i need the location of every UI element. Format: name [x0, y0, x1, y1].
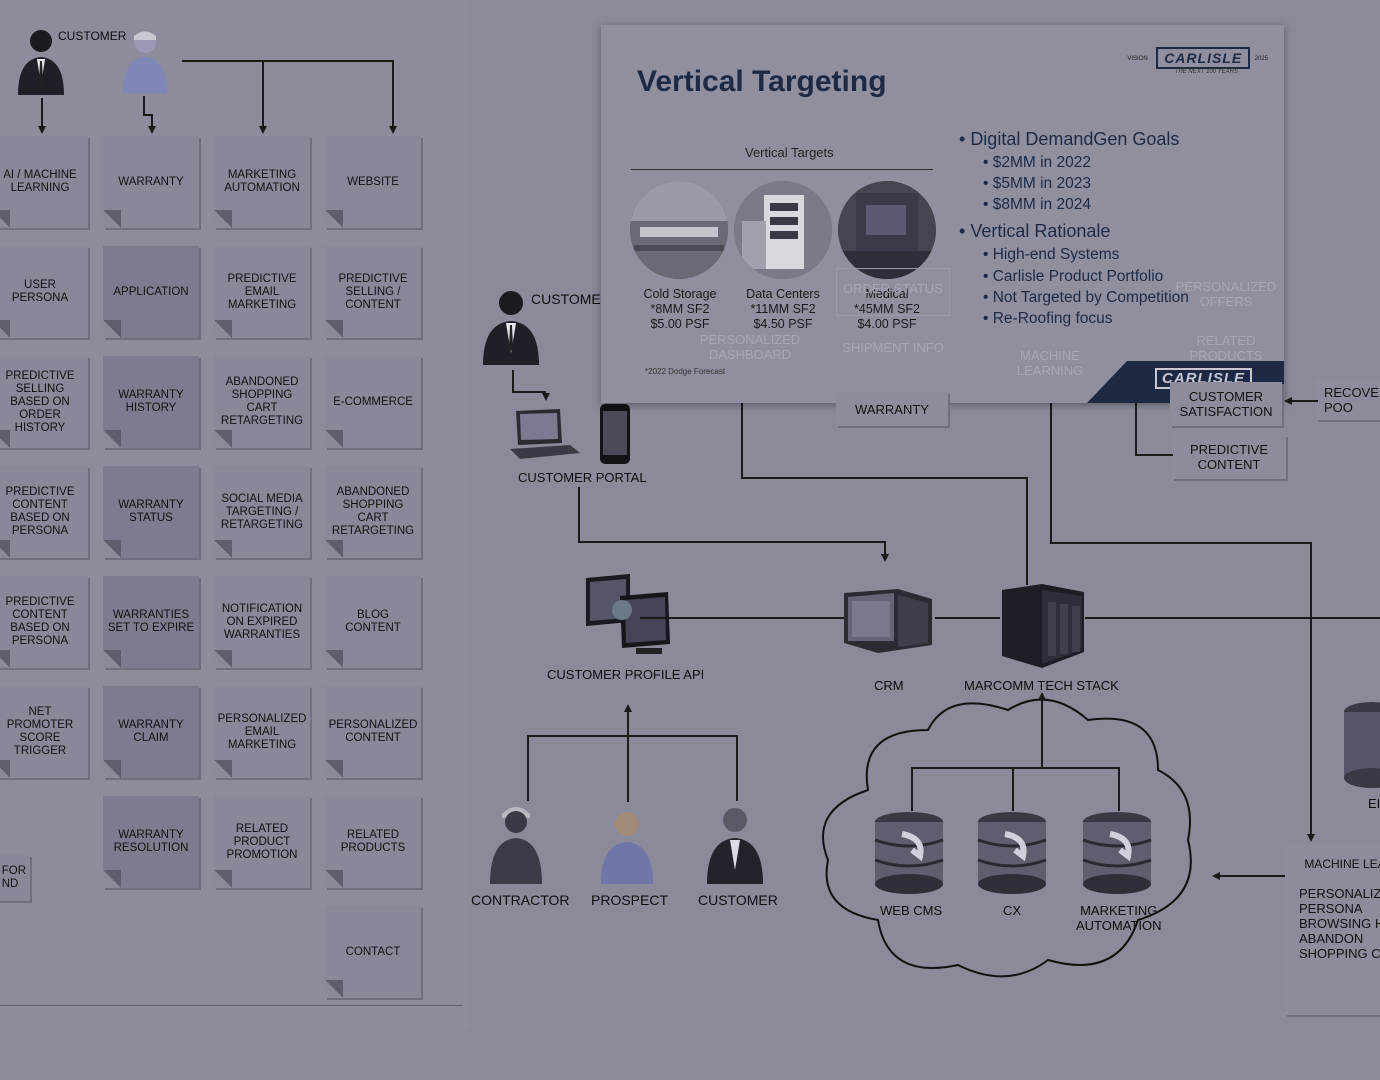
customer-portal-label: CUSTOMER PORTAL: [518, 470, 647, 485]
marcomm-server-icon: [998, 582, 1088, 677]
prospect-icon: [120, 27, 170, 98]
ghost-order-status: ORDER STATUS: [843, 281, 943, 296]
goal-item: • $8MM in 2024: [983, 196, 1091, 213]
crm-label: CRM: [874, 678, 904, 693]
ghost-shipment-info: SHIPMENT INFO: [842, 340, 944, 355]
note-3-5: PERSONALIZED CONTENT: [325, 686, 421, 778]
note-0-5: NET PROMOTER SCORE TRIGGER: [0, 686, 88, 778]
right-block-line: ABANDON: [1299, 931, 1364, 946]
ghost-related-products: RELATED PRODUCTS: [1189, 333, 1263, 363]
partial-note: FOR ND: [0, 855, 30, 901]
goal-item: • $2MM in 2022: [983, 154, 1091, 171]
slide-title: Vertical Targeting: [637, 65, 887, 98]
note-3-4: BLOG CONTENT: [325, 576, 421, 668]
note-0-0: AI / MACHINE LEARNING: [0, 136, 88, 228]
note-0-2: PREDICTIVE SELLING BASED ON ORDER HISTOR…: [0, 356, 88, 448]
ghost-personalized-dashboard: PERSONALIZED DASHBOARD: [699, 332, 801, 362]
customer-icon-bottom: [705, 800, 765, 889]
slide-footnote: *2022 Dodge Forecast: [645, 367, 726, 376]
note-1-1: APPLICATION: [103, 246, 199, 338]
customer-satisfaction-note: CUSTOMER SATISFACTION: [1170, 382, 1282, 426]
prospect-icon-bottom: [597, 806, 657, 889]
rationale-item: • High-end Systems: [983, 246, 1120, 263]
divider: [0, 1005, 462, 1006]
note-1-2: WARRANTY HISTORY: [103, 356, 199, 448]
note-1-0: WARRANTY: [103, 136, 199, 228]
note-0-4: PREDICTIVE CONTENT BASED ON PERSONA: [0, 576, 88, 668]
vertical-targets-rule: [631, 169, 933, 170]
right-block-line: PERSONA: [1299, 901, 1363, 916]
laptop-icon: [510, 405, 580, 466]
right-block-line: PERSONALIZ: [1299, 886, 1380, 901]
note-1-6: WARRANTY RESOLUTION: [103, 796, 199, 888]
target-medical: Medical*45MM SF2$4.00 PSF: [854, 287, 920, 331]
data-centers-image: [734, 181, 832, 279]
note-3-6: RELATED PRODUCTS: [325, 796, 421, 888]
note-2-1: PREDICTIVE EMAIL MARKETING: [214, 246, 310, 338]
database-icon: [1080, 810, 1154, 901]
ghost-machine-learning: MACHINE LEARNING: [1016, 348, 1084, 378]
cloud-shape: [822, 698, 1192, 978]
machine-lea-label: MACHINE LEA: [1304, 857, 1380, 871]
recover-note: RECOVE POO: [1316, 380, 1380, 420]
note-1-3: WARRANTY STATUS: [103, 466, 199, 558]
contractor-label: CONTRACTOR: [471, 892, 570, 908]
rationale-heading: • Vertical Rationale: [959, 221, 1111, 241]
crm-server-icon: [840, 585, 936, 662]
phone-icon: [598, 402, 632, 471]
note-0-3: PREDICTIVE CONTENT BASED ON PERSONA: [0, 466, 88, 558]
right-block-line: BROWSING H: [1299, 916, 1380, 931]
note-3-1: PREDICTIVE SELLING / CONTENT: [325, 246, 421, 338]
warranty-note: WARRANTY: [836, 392, 948, 426]
customer-label-portal: CUSTOMER: [531, 291, 611, 307]
goals-heading: • Digital DemandGen Goals: [959, 129, 1180, 149]
note-3-0: WEBSITE: [325, 136, 421, 228]
database-icon: [975, 810, 1049, 901]
target-data-centers: Data Centers*11MM SF2$4.50 PSF: [746, 287, 820, 331]
customer-icon-portal: [481, 285, 541, 370]
target-cold-storage: Cold Storage*8MM SF2$5.00 PSF: [643, 287, 717, 331]
carlisle-logo: VISION CARLISLE 2025 THE NEXT 100 YEARS: [1127, 47, 1268, 75]
marketing-automation-label: MARKETING AUTOMATION: [1076, 903, 1162, 933]
note-2-2: ABANDONED SHOPPING CART RETARGETING: [214, 356, 310, 448]
contractor-icon: [486, 800, 546, 889]
marcomm-label: MARCOMM TECH STACK: [964, 678, 1119, 693]
vertical-targets-label: Vertical Targets: [745, 145, 834, 160]
note-2-5: PERSONALIZED EMAIL MARKETING: [214, 686, 310, 778]
slide: Vertical Targeting VISION CARLISLE 2025 …: [601, 25, 1284, 403]
note-3-7: CONTACT: [325, 906, 421, 998]
rationale-item: • Carlisle Product Portfolio: [983, 268, 1164, 285]
prospect-label: PROSPECT: [591, 892, 669, 908]
ghost-box: [836, 268, 950, 316]
right-ei-label: EI: [1368, 796, 1380, 811]
note-2-3: SOCIAL MEDIA TARGETING / RETARGETING: [214, 466, 310, 558]
note-3-2: E-COMMERCE: [325, 356, 421, 448]
cold-storage-image: [630, 181, 728, 279]
database-icon: [872, 810, 946, 901]
web-cms-label: WEB CMS: [880, 903, 943, 918]
goal-item: • $5MM in 2023: [983, 175, 1091, 192]
customer-label-bottom: CUSTOMER: [698, 892, 778, 908]
note-0-1: USER PERSONA: [0, 246, 88, 338]
rationale-item: • Re-Roofing focus: [983, 310, 1113, 327]
rationale-item: • Not Targeted by Competition: [983, 289, 1189, 306]
ghost-personalized-offers: PERSONALIZED OFFERS: [1175, 279, 1277, 309]
note-1-5: WARRANTY CLAIM: [103, 686, 199, 778]
note-1-4: WARRANTIES SET TO EXPIRE: [103, 576, 199, 668]
predictive-content-note: PREDICTIVE CONTENT: [1172, 435, 1286, 479]
customer-icon: [14, 25, 68, 100]
note-2-0: MARKETING AUTOMATION: [214, 136, 310, 228]
cx-label: CX: [1003, 903, 1022, 918]
db-icon-right: [1342, 700, 1380, 795]
right-block-line: SHOPPING C: [1299, 946, 1380, 961]
medical-image: [838, 181, 936, 279]
note-2-4: NOTIFICATION ON EXPIRED WARRANTIES: [214, 576, 310, 668]
note-3-3: ABANDONED SHOPPING CART RETARGETING: [325, 466, 421, 558]
customer-profile-api-label: CUSTOMER PROFILE API: [547, 667, 705, 682]
customer-label-top: CUSTOMER: [58, 29, 127, 43]
note-2-6: RELATED PRODUCT PROMOTION: [214, 796, 310, 888]
monitors-icon: [582, 572, 674, 667]
